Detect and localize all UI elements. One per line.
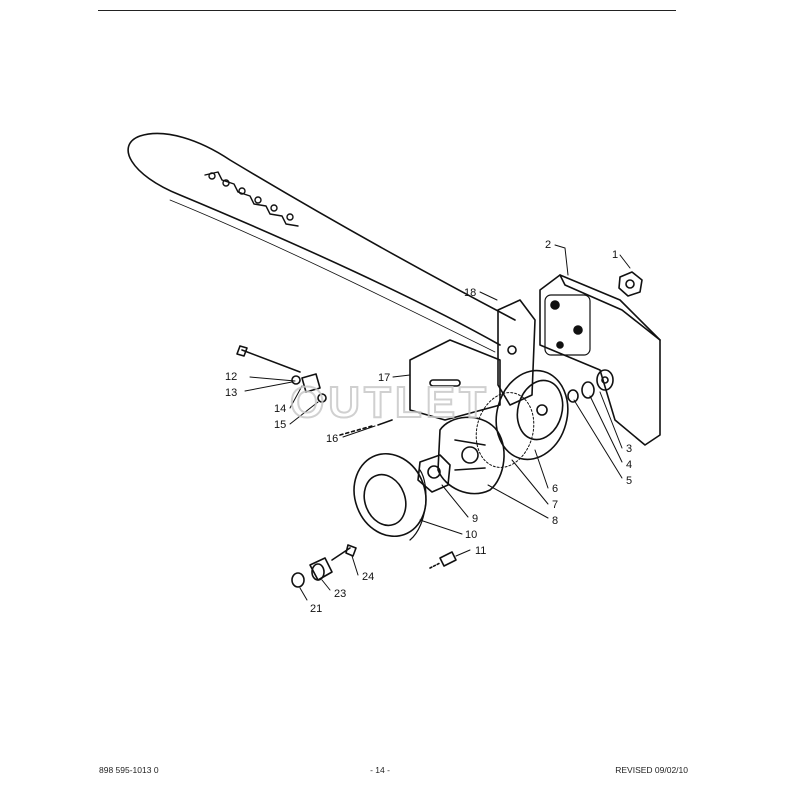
lower-bolt xyxy=(331,544,357,561)
lower-sleeve xyxy=(309,557,333,581)
callout-2: 2 xyxy=(545,239,551,251)
sprocket-ring xyxy=(353,452,427,541)
clutch-cover xyxy=(539,274,661,446)
long-bolt xyxy=(236,345,301,385)
callout-6: 6 xyxy=(552,483,558,495)
pin xyxy=(339,419,393,436)
callout-1: 1 xyxy=(612,249,618,261)
callout-5: 5 xyxy=(626,475,632,487)
callout-23: 23 xyxy=(334,588,346,600)
callout-labels: 1 2 3 4 5 6 7 8 9 10 11 12 13 14 15 16 1… xyxy=(225,239,632,615)
cover-nut xyxy=(618,271,643,297)
sleeve xyxy=(301,373,321,393)
callout-3: 3 xyxy=(626,443,632,455)
footer-revised-date: REVISED 09/02/10 xyxy=(615,765,688,775)
washer-set xyxy=(567,369,614,403)
callout-18: 18 xyxy=(464,287,476,299)
outlet-watermark: OUTLET xyxy=(289,377,490,428)
callout-21: 21 xyxy=(310,603,322,615)
watermark-text: OUTLET xyxy=(290,378,490,427)
inner-plate xyxy=(497,299,536,406)
callout-12: 12 xyxy=(225,371,237,383)
guide-bar xyxy=(127,132,516,353)
callout-4: 4 xyxy=(626,459,632,471)
callout-17: 17 xyxy=(378,372,390,384)
side-plate xyxy=(409,339,501,421)
top-rule xyxy=(98,10,676,11)
clutch-shoes xyxy=(437,416,505,495)
callout-7: 7 xyxy=(552,499,558,511)
footer-part-number: 898 595-1013 0 xyxy=(99,765,159,775)
lower-washer xyxy=(291,572,305,588)
callout-9: 9 xyxy=(472,513,478,525)
callout-14: 14 xyxy=(274,403,286,415)
small-nut xyxy=(317,393,327,403)
callout-24: 24 xyxy=(362,571,374,583)
small-screw xyxy=(429,551,457,569)
callout-15: 15 xyxy=(274,419,286,431)
callout-10: 10 xyxy=(465,529,477,541)
clutch-hub xyxy=(417,454,451,493)
footer-page-number: - 14 - xyxy=(370,765,390,775)
callout-16: 16 xyxy=(326,433,338,445)
leader-lines xyxy=(244,244,631,601)
clutch-spring xyxy=(475,392,535,468)
callout-13: 13 xyxy=(225,387,237,399)
callout-11: 11 xyxy=(475,545,486,557)
saw-chain xyxy=(204,171,299,227)
callout-8: 8 xyxy=(552,515,558,527)
